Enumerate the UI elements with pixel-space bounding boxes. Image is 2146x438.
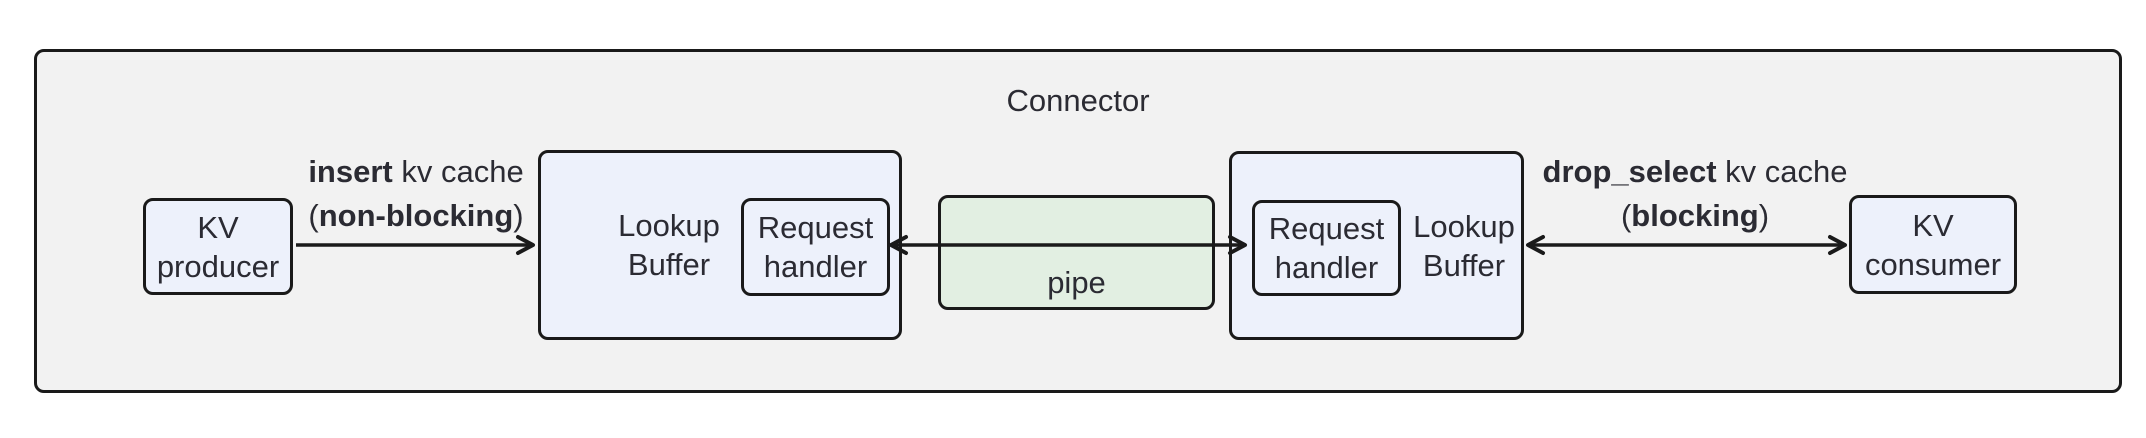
lookup-buffer-left-label: Lookup Buffer	[569, 153, 769, 337]
lookup-buffer-left-node: Lookup Buffer Request handler	[538, 150, 902, 340]
insert-edge-label: insert kv cache (non-blocking)	[216, 150, 616, 238]
node-label-line: consumer	[1864, 246, 2002, 282]
request-handler-right-node: Request handler	[1252, 200, 1401, 296]
kv-consumer-label: KV consumer	[1852, 198, 2014, 291]
node-label-line: Buffer	[1422, 247, 1506, 283]
node-label-line: handler	[763, 249, 868, 284]
node-label-line: Lookup	[618, 208, 720, 243]
drop-select-edge-label-line1: drop_select kv cache	[1542, 154, 1848, 189]
node-label-line: Request	[757, 210, 874, 245]
node-label-line: handler	[1274, 250, 1379, 285]
node-label-line: producer	[156, 248, 280, 284]
request-handler-left-label: Request handler	[744, 201, 887, 293]
pipe-label: pipe	[1047, 265, 1106, 300]
request-handler-right-label: Request handler	[1255, 203, 1398, 293]
node-label-line: Buffer	[627, 247, 711, 282]
kv-producer-node: KV producer	[143, 198, 293, 295]
node-label-line: KV	[1912, 207, 1954, 243]
kv-producer-label: KV producer	[146, 201, 290, 292]
drop-select-edge-label-line2: (blocking)	[1620, 198, 1770, 233]
kv-consumer-node: KV consumer	[1849, 195, 2017, 294]
drop-select-edge-label: drop_select kv cache (blocking)	[1495, 150, 1895, 238]
lookup-buffer-right-node: Request handler Lookup Buffer	[1229, 151, 1524, 340]
request-handler-left-node: Request handler	[741, 198, 890, 296]
node-label-line: Lookup	[1413, 208, 1515, 244]
pipe-node: pipe	[938, 195, 1215, 310]
connector-title: Connector	[1006, 83, 1150, 118]
insert-edge-label-line1: insert kv cache	[308, 154, 524, 189]
insert-edge-label-line2: (non-blocking)	[308, 198, 524, 233]
node-label-line: Request	[1268, 211, 1385, 246]
lookup-buffer-right-label: Lookup Buffer	[1401, 154, 1527, 337]
node-label-line: KV	[197, 209, 239, 245]
